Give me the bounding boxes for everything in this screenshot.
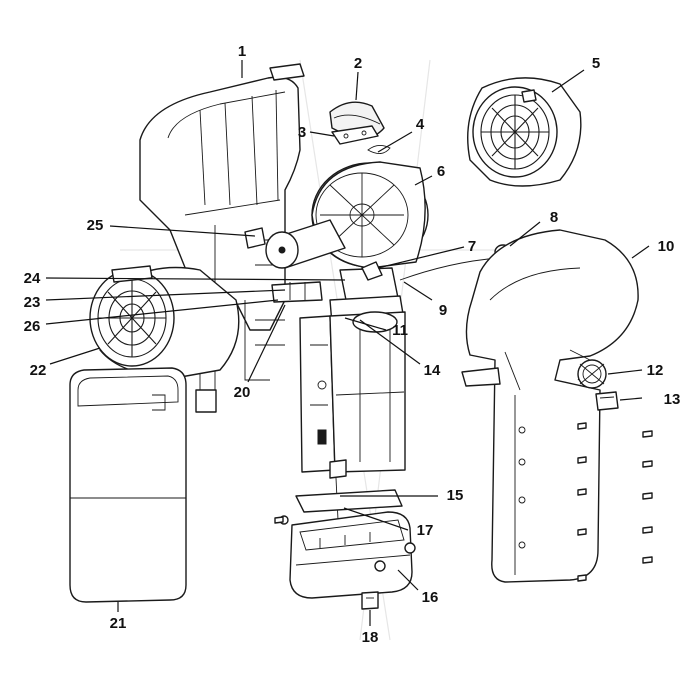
- callout-11: 11: [392, 322, 408, 339]
- callout-3: 3: [298, 124, 306, 141]
- callout-15: 15: [447, 487, 464, 504]
- callout-21: 21: [110, 615, 127, 632]
- part-motor: [244, 219, 346, 269]
- callout-12: 12: [647, 362, 664, 379]
- part-wire: [399, 257, 499, 281]
- part-dust-bin: [69, 367, 187, 603]
- part-small-clip: [361, 591, 379, 610]
- callout-7: 7: [468, 238, 476, 255]
- part-main-body-handle: [461, 229, 639, 583]
- callout-25: 25: [87, 217, 104, 234]
- part-battery-circuit-board: [295, 295, 406, 521]
- callout-2: 2: [354, 55, 362, 72]
- callout-8: 8: [550, 209, 558, 226]
- callout-10: 10: [658, 238, 675, 255]
- part-switch-piece: [595, 391, 619, 411]
- callout-1: 1: [238, 43, 246, 60]
- callout-26: 26: [24, 318, 41, 335]
- screws: [274, 422, 653, 582]
- part-switch-assembly: [271, 261, 399, 303]
- callout-23: 23: [24, 294, 41, 311]
- leader-lines: [45, 60, 650, 626]
- callout-labels: 1 2 3 4 5 6 7 8 9 10 11 12 13 14 15 16 1…: [24, 43, 681, 646]
- callout-18: 18: [362, 629, 379, 646]
- part-rear-filter-cap: [467, 77, 582, 187]
- callout-17: 17: [417, 522, 434, 539]
- part-gasket: [367, 145, 391, 154]
- callout-6: 6: [437, 163, 445, 180]
- callout-24: 24: [24, 270, 41, 287]
- part-knob: [577, 359, 607, 389]
- callout-9: 9: [439, 302, 447, 319]
- callout-14: 14: [424, 362, 441, 379]
- callout-5: 5: [592, 55, 600, 72]
- callout-13: 13: [664, 391, 681, 408]
- part-front-filter-housing: [89, 265, 240, 379]
- callout-22: 22: [30, 362, 47, 379]
- part-base-tray: [279, 511, 416, 599]
- part-bracket-plate: [331, 125, 379, 145]
- callout-4: 4: [416, 116, 425, 133]
- callout-20: 20: [234, 384, 251, 401]
- callout-16: 16: [422, 589, 439, 606]
